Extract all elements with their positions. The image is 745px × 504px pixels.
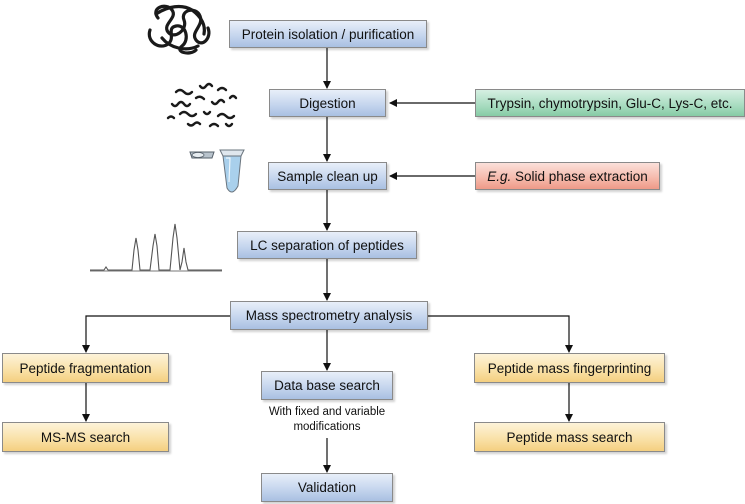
extraction-prefix: E.g. [487,168,512,184]
lc-separation-box: LC separation of peptides [237,231,417,259]
database-search-box: Data base search [261,371,393,400]
database-search-note-line1: With fixed and variable [268,406,386,418]
peptide-fragmentation-box: Peptide fragmentation [2,353,169,383]
arrow-massspec-to-fragmentation [82,315,230,353]
sample-cleanup-box: Sample clean up [268,162,387,190]
eppendorf-tube-icon [189,149,245,193]
database-search-note-line2: modifications [293,421,361,433]
mass-spectrometry-box: Mass spectrometry analysis [230,301,428,330]
validation-box: Validation [261,473,393,502]
folded-protein-icon [147,4,211,55]
peptide-mass-search-box: Peptide mass search [474,422,665,452]
protein-isolation-box: Protein isolation / purification [229,20,427,48]
digestion-box: Digestion [269,89,386,117]
ms-ms-search-box: MS-MS search [2,422,169,452]
enzymes-box: Trypsin, chymotrypsin, Glu-C, Lys-C, etc… [475,89,745,117]
peptide-fragments-icon [166,82,238,128]
arrow-massspec-to-pmf [428,315,573,353]
extraction-text: Solid phase extraction [511,168,648,184]
peptide-mass-fingerprinting-box: Peptide mass fingerprinting [474,353,665,383]
database-search-note: With fixed and variable modifications [247,405,407,435]
solid-phase-extraction-box: E.g. Solid phase extraction [475,162,660,190]
chromatogram-icon [90,223,222,272]
